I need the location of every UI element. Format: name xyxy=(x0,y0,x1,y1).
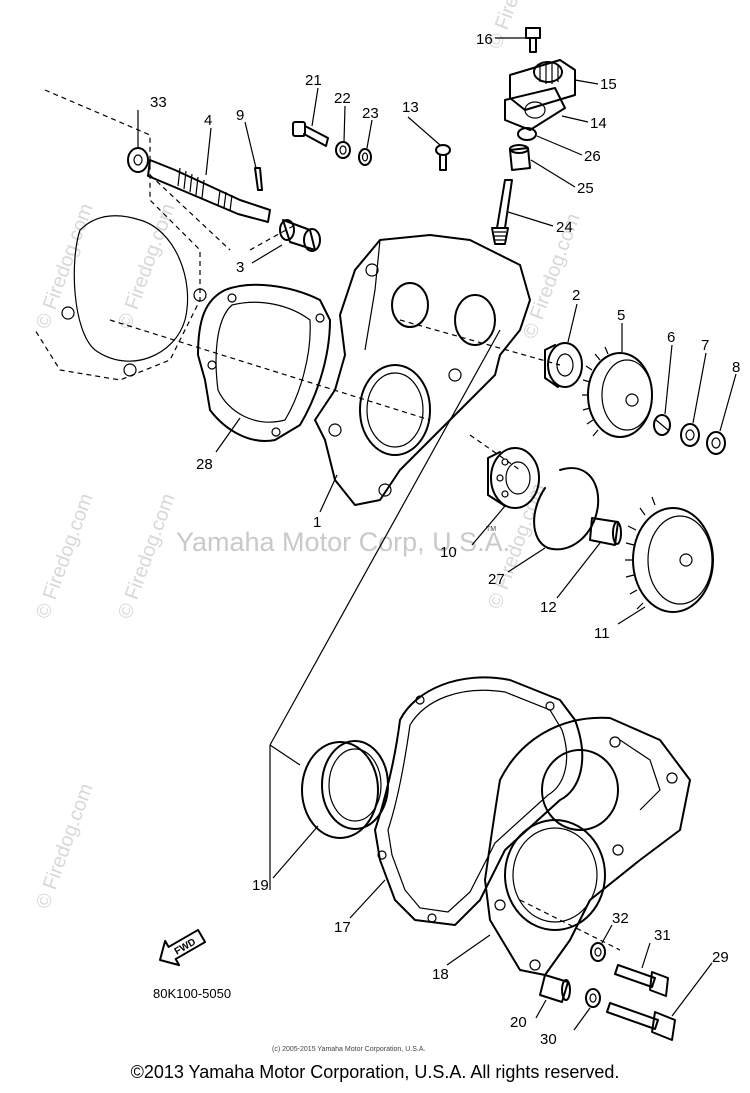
callout-30: 30 xyxy=(540,1031,557,1048)
part-26-oring xyxy=(517,127,537,141)
part-23-lock-washer xyxy=(358,148,372,166)
part-6-key xyxy=(653,414,671,436)
part-33-washer xyxy=(127,147,149,173)
callout-29: 29 xyxy=(712,949,729,966)
alignment-lines xyxy=(109,174,621,951)
callout-16: 16 xyxy=(476,31,493,48)
part-24-drive-shaft xyxy=(491,179,513,245)
callout-19: 19 xyxy=(252,877,269,894)
callout-12: 12 xyxy=(540,599,557,616)
callout-21: 21 xyxy=(305,72,322,89)
watermark-side-1: © Firedog.com xyxy=(32,201,98,332)
part-1-housing xyxy=(314,234,531,506)
callout-14: 14 xyxy=(590,115,607,132)
watermark-center: Yamaha Motor Corp, U.S.A. xyxy=(176,527,510,557)
callout-27: 27 xyxy=(488,571,505,588)
callout-10: 10 xyxy=(440,544,457,561)
part-21-bolt xyxy=(292,121,329,147)
callout-33: 33 xyxy=(150,94,167,111)
watermark-side-2: © Firedog.com xyxy=(32,491,98,622)
part-16-screw xyxy=(525,27,541,53)
callout-8: 8 xyxy=(732,359,740,376)
part-8-circlip xyxy=(706,431,726,455)
callout-13: 13 xyxy=(402,99,419,116)
part-19-oil-seal xyxy=(301,740,389,839)
callout-26: 26 xyxy=(584,148,601,165)
part-4-shaft xyxy=(147,159,271,223)
callout-32: 32 xyxy=(612,910,629,927)
callout-7: 7 xyxy=(701,337,709,354)
part-28-gasket xyxy=(197,283,331,442)
part-20-dowel xyxy=(539,974,571,1003)
callout-25: 25 xyxy=(577,180,594,197)
callout-6: 6 xyxy=(667,329,675,346)
part-17-gasket xyxy=(374,676,584,926)
callout-2: 2 xyxy=(572,287,580,304)
watermark-side-5: © Firedog.com xyxy=(519,211,585,342)
part-14-gasket xyxy=(504,87,566,131)
part-29-bolt xyxy=(606,1002,676,1041)
part-2-bearing xyxy=(544,342,583,388)
part-27-circlip xyxy=(533,467,600,551)
part-12-dowel-pin xyxy=(589,517,622,546)
watermark-tm: TM xyxy=(486,526,496,533)
callout-labels: 33 4 9 3 21 22 23 13 16 15 14 26 25 24 2… xyxy=(150,31,740,1048)
part-15-housing xyxy=(509,59,576,111)
part-32-washer xyxy=(590,942,606,962)
callout-4: 4 xyxy=(204,112,212,129)
part-13-screw xyxy=(435,144,451,171)
callout-9: 9 xyxy=(236,107,244,124)
callout-11: 11 xyxy=(594,625,610,642)
callout-24: 24 xyxy=(556,219,573,236)
callout-17: 17 xyxy=(334,919,351,936)
callout-31: 31 xyxy=(654,927,671,944)
callout-28: 28 xyxy=(196,456,213,473)
callout-1: 1 xyxy=(313,514,321,531)
part-30-washer xyxy=(585,988,601,1008)
watermark-side-8: © Firedog.com xyxy=(114,491,180,622)
copyright-notice: ©2013 Yamaha Motor Corporation, U.S.A. A… xyxy=(130,1062,620,1082)
part-18-cover xyxy=(484,716,691,976)
part-22-washer xyxy=(335,141,351,159)
front-arrow-icon: FWD xyxy=(159,928,207,967)
leader-lines xyxy=(137,37,737,1031)
part-5-gear xyxy=(582,346,653,438)
part-3-bushing xyxy=(279,219,321,252)
callout-18: 18 xyxy=(432,966,449,983)
callout-20: 20 xyxy=(510,1014,527,1031)
engine-case-outline xyxy=(34,89,207,381)
fine-print: (c) 2005-2015 Yamaha Motor Corporation, … xyxy=(272,1046,425,1053)
part-10-bearing xyxy=(487,447,540,509)
part-9-pin xyxy=(254,167,263,191)
diagram-code: 80K100-5050 xyxy=(153,986,231,1001)
watermark-side-3: © Firedog.com xyxy=(32,781,98,912)
callout-15: 15 xyxy=(600,76,617,93)
callout-3: 3 xyxy=(236,259,244,276)
callout-22: 22 xyxy=(334,90,351,107)
watermark-side-4: © Firedog.com xyxy=(484,0,550,52)
callout-5: 5 xyxy=(617,307,625,324)
part-11-gear xyxy=(625,496,714,613)
part-31-bolt xyxy=(614,964,669,997)
callout-23: 23 xyxy=(362,105,379,122)
part-25-bushing xyxy=(509,144,531,171)
part-7-washer xyxy=(680,423,700,447)
